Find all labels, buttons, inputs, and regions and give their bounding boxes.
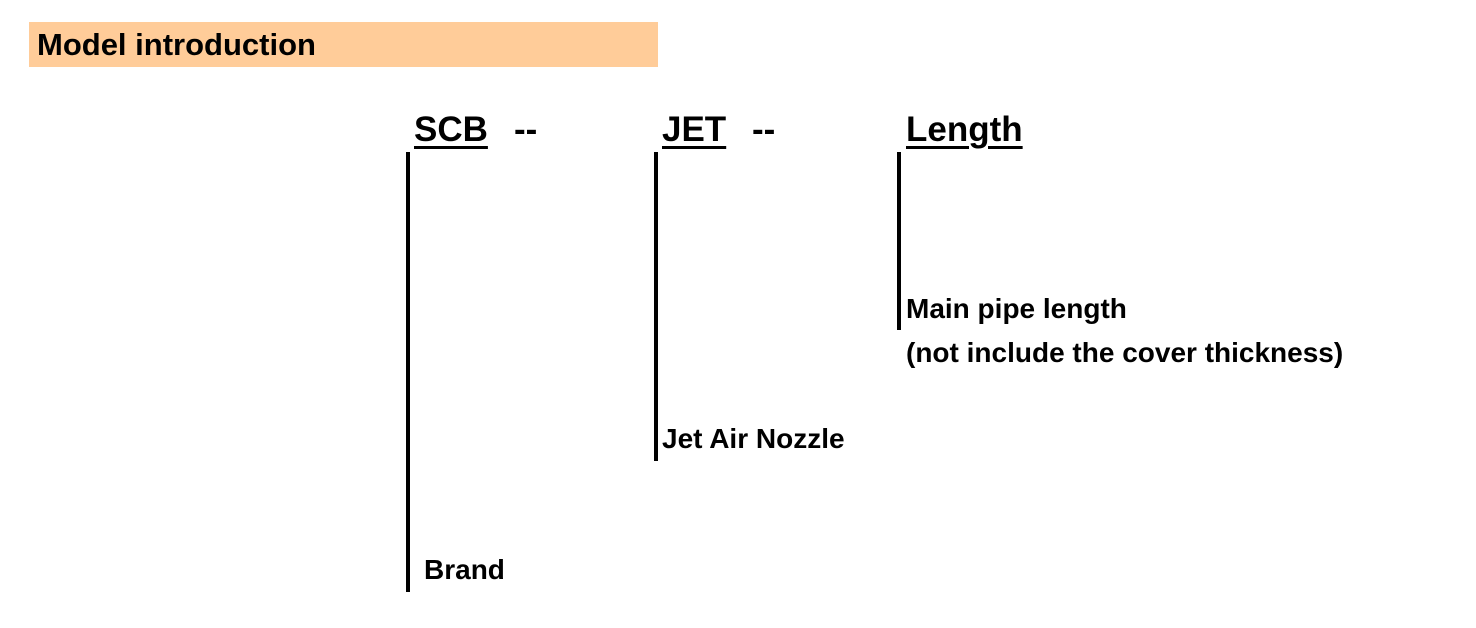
- type-meaning-label: Jet Air Nozzle: [662, 423, 845, 454]
- length-leader-line: [897, 152, 901, 330]
- type-leader-line: [654, 152, 658, 461]
- code-separator-1: --: [514, 110, 538, 149]
- code-separator-2: --: [752, 110, 776, 149]
- brand-leader-line: [406, 152, 410, 592]
- length-meaning-label: Main pipe length: [906, 293, 1127, 324]
- code-part-brand: SCB: [414, 110, 488, 149]
- code-part-length: Length: [906, 110, 1023, 149]
- brand-meaning-label: Brand: [424, 554, 505, 585]
- code-part-type: JET: [662, 110, 727, 149]
- section-title-bar: Model introduction: [29, 22, 658, 67]
- length-note-label: (not include the cover thickness): [906, 337, 1344, 368]
